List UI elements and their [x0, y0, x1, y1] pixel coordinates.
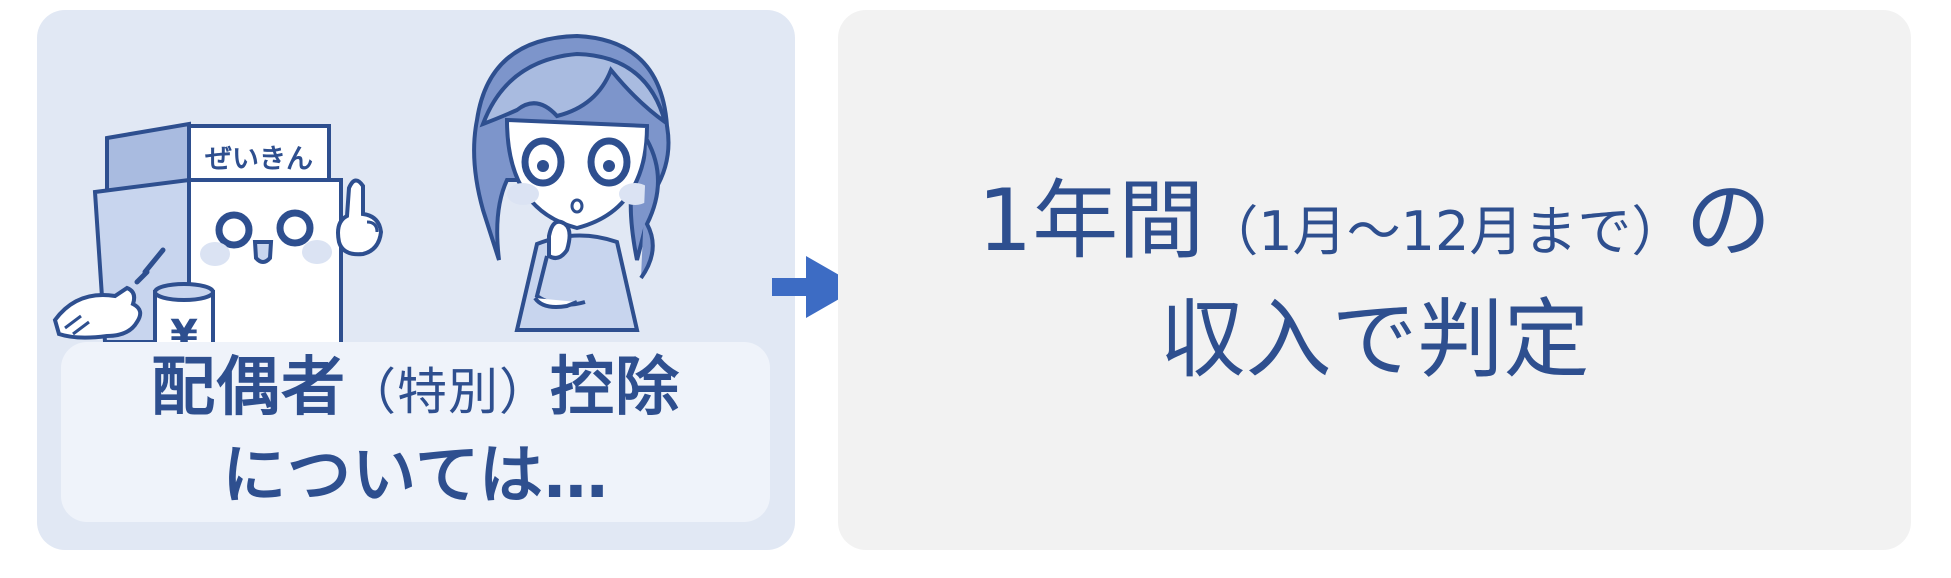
arrow-right-icon [772, 256, 860, 318]
result-tail: の [1685, 170, 1772, 271]
result-main: 1年間 [977, 170, 1205, 271]
caption-paren: （特別） [346, 363, 550, 421]
left-panel: ぜいきん ¥ [37, 10, 795, 550]
caption-box: 配偶者（特別）控除 については… [61, 342, 770, 522]
result-line-2: 収入で判定 [1159, 289, 1590, 390]
caption-main-b: 控除 [550, 351, 680, 425]
caption-line-2: については… [222, 439, 609, 513]
mascot-label: ぜいきん [205, 144, 313, 175]
illustration: ぜいきん ¥ [52, 33, 671, 364]
woman-character [472, 33, 671, 332]
zeikin-mascot: ぜいきん ¥ [52, 121, 384, 364]
caption-line-1: 配偶者（特別）控除 [151, 346, 680, 434]
result-line-1: 1年間（1月～12月まで）の [978, 167, 1772, 286]
right-panel: 1年間（1月～12月まで）の 収入で判定 [838, 10, 1911, 550]
caption-main-a: 配偶者 [151, 351, 346, 425]
result-paren: （1月～12月まで） [1204, 199, 1686, 263]
